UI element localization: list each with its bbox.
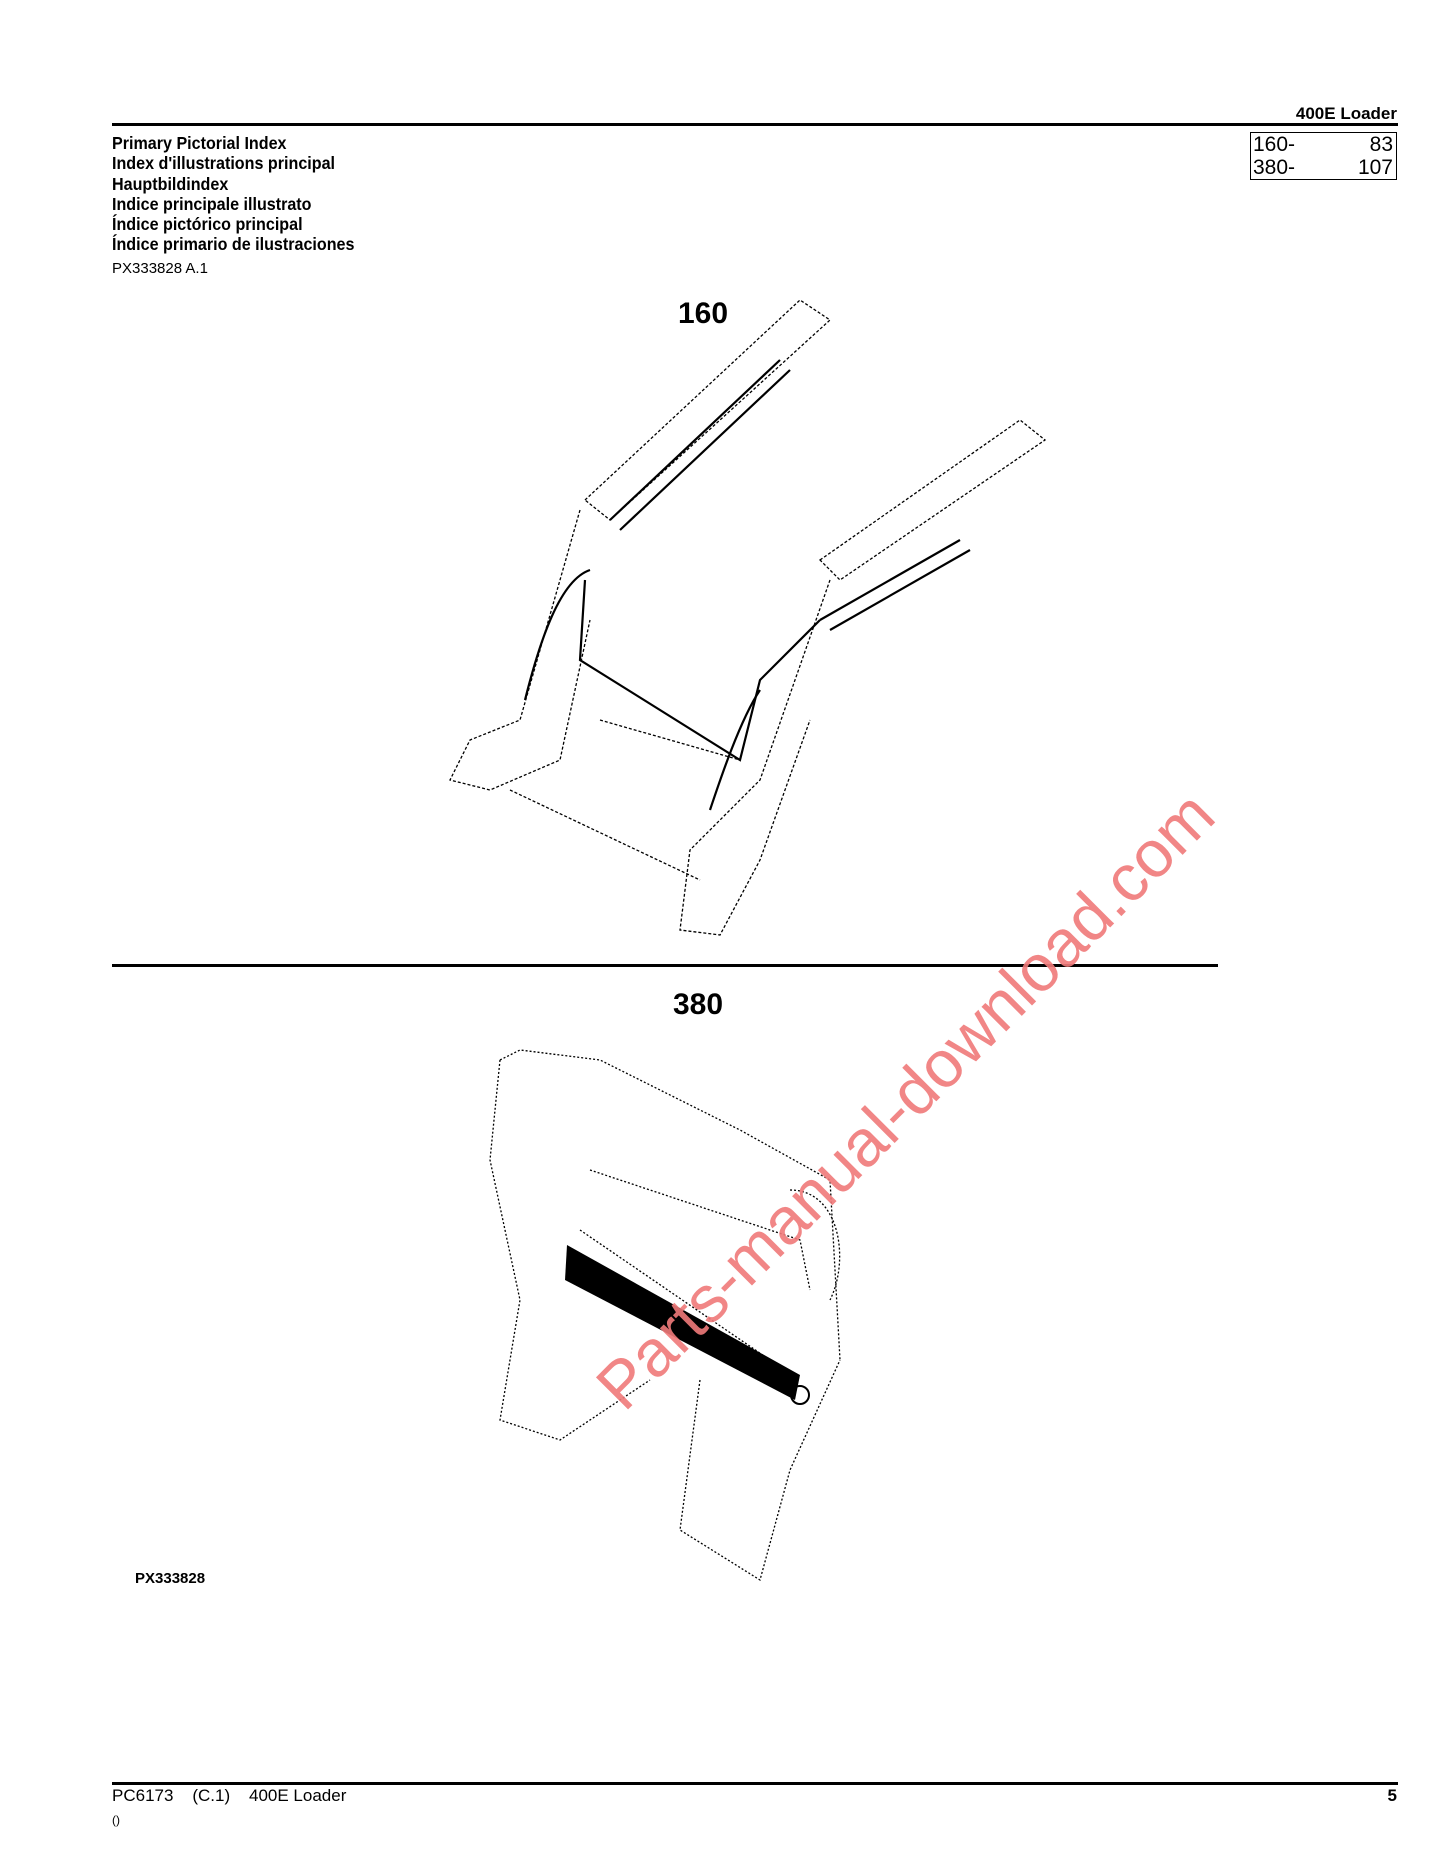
page-number: 5 [1387,1786,1397,1805]
title-es: Índice primario de ilustraciones [112,234,355,255]
index-group: 160- [1253,133,1296,156]
header-rule [112,123,1398,126]
index-row[interactable]: 160- 83 [1251,133,1396,156]
loader-boom-drawing [449,299,1047,936]
title-fr: Index d'illustrations principal [112,153,336,174]
figure-divider [112,964,1218,967]
title-it: Indice principale illustrato [112,193,312,214]
hydraulic-cylinder-drawing[interactable] [565,1245,810,1405]
figure-label-380[interactable]: 380 [673,988,724,1021]
figure-id: PX333828 [135,1570,206,1587]
figure-reference: PX333828 A.1 [112,260,208,277]
footer-doc: PC6173 (C.1) 400E Loader [112,1786,347,1805]
title-en: Primary Pictorial Index [112,133,287,153]
footer-rule [112,1782,1398,1785]
index-box: 160- 83 380- 107 [1250,132,1397,180]
index-page: 107 [1357,156,1393,179]
index-group: 380- [1253,156,1296,179]
header-model: 400E Loader [1295,104,1397,123]
footer-sub: () [112,1813,120,1827]
index-page: 83 [1369,133,1393,156]
figure-label-160[interactable]: 160 [678,297,729,330]
title-de: Hauptbildindex [112,173,229,194]
title-pt: Índice pictórico principal [112,214,303,235]
title-block: Primary Pictorial Index Index d'illustra… [112,133,354,255]
hydraulic-hose-drawing [523,359,971,811]
index-row[interactable]: 380- 107 [1251,156,1396,179]
mount-frame-drawing [489,1049,841,1582]
